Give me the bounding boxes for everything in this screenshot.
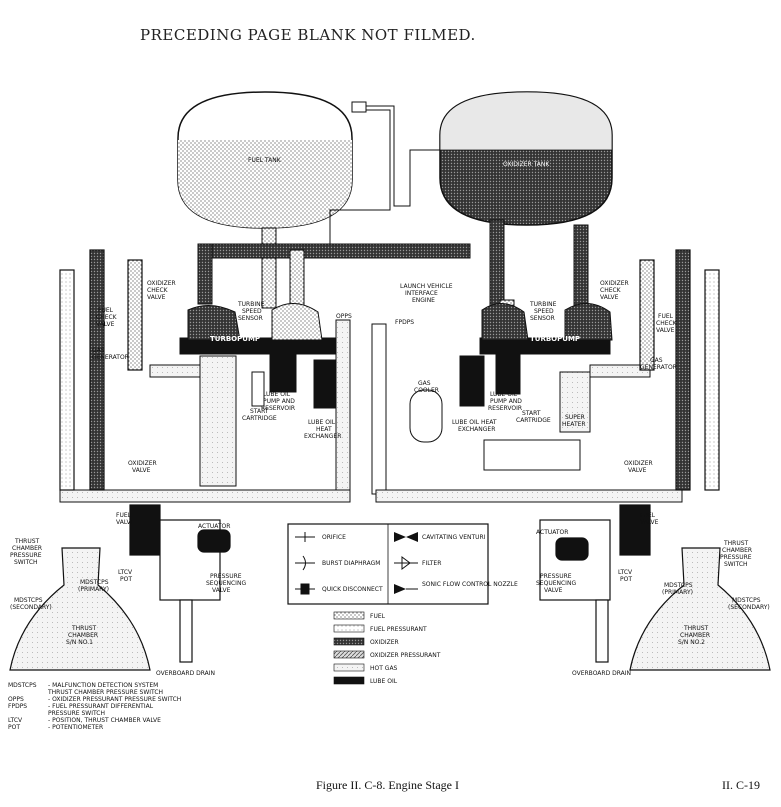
fluid-hot-gas: HOT GAS	[370, 665, 398, 672]
overboard-drain-left: OVERBOARD DRAIN	[156, 670, 215, 677]
quick-disconnect-symbol	[295, 583, 315, 595]
feed-lines	[197, 219, 589, 311]
left-turbopump-assembly	[59, 303, 351, 503]
lube-oil-pump-right: LUBE OIL PUMP AND RESERVOIR	[488, 391, 524, 412]
abbr-row: LTCV- POSITION, THRUST CHAMBER VALVE	[8, 717, 161, 724]
legend-burst-diaphragm: BURST DIAPHRAGM	[322, 560, 380, 567]
header-note: PRECEDING PAGE BLANK NOT FILMED.	[140, 26, 476, 44]
thrust-chamber-1-label: THRUST CHAMBER S/N NO.1	[66, 625, 100, 646]
filter-symbol	[394, 556, 418, 570]
pressurant-lines	[329, 101, 440, 250]
oxidizer-check-valve-left: OXIDIZER CHECK VALVE	[147, 280, 178, 301]
abbr-row: FPDPS- FUEL PRESSURANT DIFFERENTIAL	[8, 703, 154, 710]
ltcv-pot-left: LTCV POT	[118, 569, 134, 583]
thrust-chamber-1	[9, 249, 231, 671]
fuel-tank: FUEL TANK	[177, 91, 353, 229]
burst-diaphragm-symbol	[295, 555, 315, 571]
lube-oil-heat-exchanger-right: LUBE OIL HEAT EXCHANGER	[452, 419, 499, 433]
fuel-valve-left: FUEL VALVE	[116, 512, 135, 526]
opps-label: OPPS	[336, 313, 352, 320]
abbr-row: THRUST CHAMBER PRESSURE SWITCH	[48, 689, 164, 696]
mdstcps-secondary-left: MDSTCPS (SECONDARY)	[10, 597, 52, 611]
legend-quick-disconnect: QUICK DISCONNECT	[322, 586, 383, 593]
sonic-flow-nozzle-symbol	[394, 584, 418, 594]
oxidizer-valve-right: OXIDIZER VALVE	[624, 460, 655, 474]
abbr-row: POT- POTENTIOMETER	[8, 724, 104, 731]
gas-cooler-label: GAS COOLER	[414, 380, 439, 394]
abbr-row: OPPS- OXIDIZER PRESSURANT PRESSURE SWITC…	[8, 696, 182, 703]
gas-generator-left: GAS GENERATOR	[92, 347, 129, 361]
cavitating-venturi-symbol	[394, 532, 418, 542]
oxidizer-check-valve-right: OXIDIZER CHECK VALVE	[600, 280, 631, 301]
fuel-check-valve-right: FUEL CHECK VALVE	[656, 313, 679, 334]
lube-oil-pump-left: LUBE OIL PUMP AND RESERVOIR	[261, 391, 297, 412]
gas-generator-right: GAS GENERATOR	[640, 357, 677, 371]
legend-sonic-flow: SONIC FLOW CONTROL NOZZLE	[422, 581, 518, 588]
thrust-chamber-2	[539, 249, 771, 671]
launch-vehicle-interface-label: LAUNCH VEHICLE INTERFACE ENGINE	[400, 283, 455, 304]
abbr-row: MDSTCPS- MALFUNCTION DETECTION SYSTEM	[8, 682, 159, 689]
legend-filter: FILTER	[422, 560, 441, 567]
thrust-chamber-2-label: THRUST CHAMBER S/N NO.2	[678, 625, 712, 646]
mdstcps-primary-left: MDSTCPS (PRIMARY)	[78, 579, 110, 593]
swatch-hot-gas	[333, 663, 365, 672]
overboard-drain-right: OVERBOARD DRAIN	[572, 670, 631, 677]
swatch-fuel	[333, 611, 365, 620]
oxidizer-tank-label: OXIDIZER TANK	[503, 161, 550, 168]
pressure-sequencing-valve-right: PRESSURE SEQUENCING VALVE	[536, 573, 578, 594]
ltcv-pot-right: LTCV POT	[618, 569, 634, 583]
start-cartridge-right: START CARTRIDGE	[516, 410, 551, 424]
mdstcps-secondary-right: MDSTCPS (SECONDARY)	[728, 597, 770, 611]
page-number: II. C-19	[722, 778, 760, 792]
actuator-right: ACTUATOR	[536, 529, 568, 536]
oxidizer-valve-left: OXIDIZER VALVE	[128, 460, 159, 474]
fluid-fuel-pressurant: FUEL PRESSURANT	[370, 626, 427, 633]
figure-caption: Figure II. C-8. Engine Stage I	[316, 778, 459, 792]
component-labels: LAUNCH VEHICLE INTERFACE ENGINE OPPS FPD…	[10, 280, 770, 677]
swatch-oxidizer-pressurant	[333, 650, 365, 659]
thrust-chamber-pressure-switch-left: THRUST CHAMBER PRESSURE SWITCH	[10, 538, 44, 566]
symbol-legend: ORIFICE CAVITATING VENTURI BURST DIAPHRA…	[287, 523, 518, 605]
fpdps-label: FPDPS	[395, 319, 414, 326]
oxidizer-tank: OXIDIZER TANK	[439, 91, 613, 226]
fluid-lube-oil: LUBE OIL	[370, 678, 398, 685]
right-turbopump-assembly	[371, 303, 683, 503]
orifice-symbol	[295, 532, 315, 542]
start-cartridge-left: START CARTRIDGE	[242, 408, 277, 422]
thrust-chamber-pressure-switch-right: THRUST CHAMBER PRESSURE SWITCH	[720, 540, 754, 568]
abbr-row: PRESSURE SWITCH	[48, 710, 105, 717]
turbine-speed-sensor-left: TURBINE SPEED SENSOR	[237, 301, 266, 322]
pressure-sequencing-valve-left: PRESSURE SEQUENCING VALVE	[206, 573, 248, 594]
fluid-legend: FUEL FUEL PRESSURANT OXIDIZER OXIDIZER P…	[333, 611, 441, 685]
swatch-lube-oil	[333, 676, 365, 685]
legend-cavitating-venturi: CAVITATING VENTURI	[422, 534, 486, 541]
fluid-oxidizer: OXIDIZER	[370, 639, 399, 646]
legend-orifice: ORIFICE	[322, 534, 346, 541]
lube-oil-heat-exchanger-left: LUBE OIL HEAT EXCHANGER	[304, 419, 341, 440]
turbopump-label-left: TURBOPUMP	[210, 335, 260, 343]
fluid-oxidizer-pressurant: OXIDIZER PRESSURANT	[370, 652, 441, 659]
swatch-oxidizer	[333, 637, 365, 646]
super-heater-label: SUPER HEATER	[562, 414, 587, 428]
fuel-check-valve-left: FUEL CHECK VALVE	[96, 307, 119, 328]
mdstcps-primary-right: MDSTCPS (PRIMARY)	[662, 582, 694, 596]
swatch-fuel-pressurant	[333, 624, 365, 633]
actuator-left: ACTUATOR	[198, 523, 230, 530]
fuel-valve-right: FUEL VALVE	[640, 512, 659, 526]
turbopump-label-right: TURBOPUMP	[530, 335, 580, 343]
fluid-fuel: FUEL	[370, 613, 386, 620]
fuel-tank-label: FUEL TANK	[248, 157, 282, 164]
abbreviation-list: MDSTCPS- MALFUNCTION DETECTION SYSTEM TH…	[8, 682, 181, 731]
turbine-speed-sensor-right: TURBINE SPEED SENSOR	[529, 301, 558, 322]
